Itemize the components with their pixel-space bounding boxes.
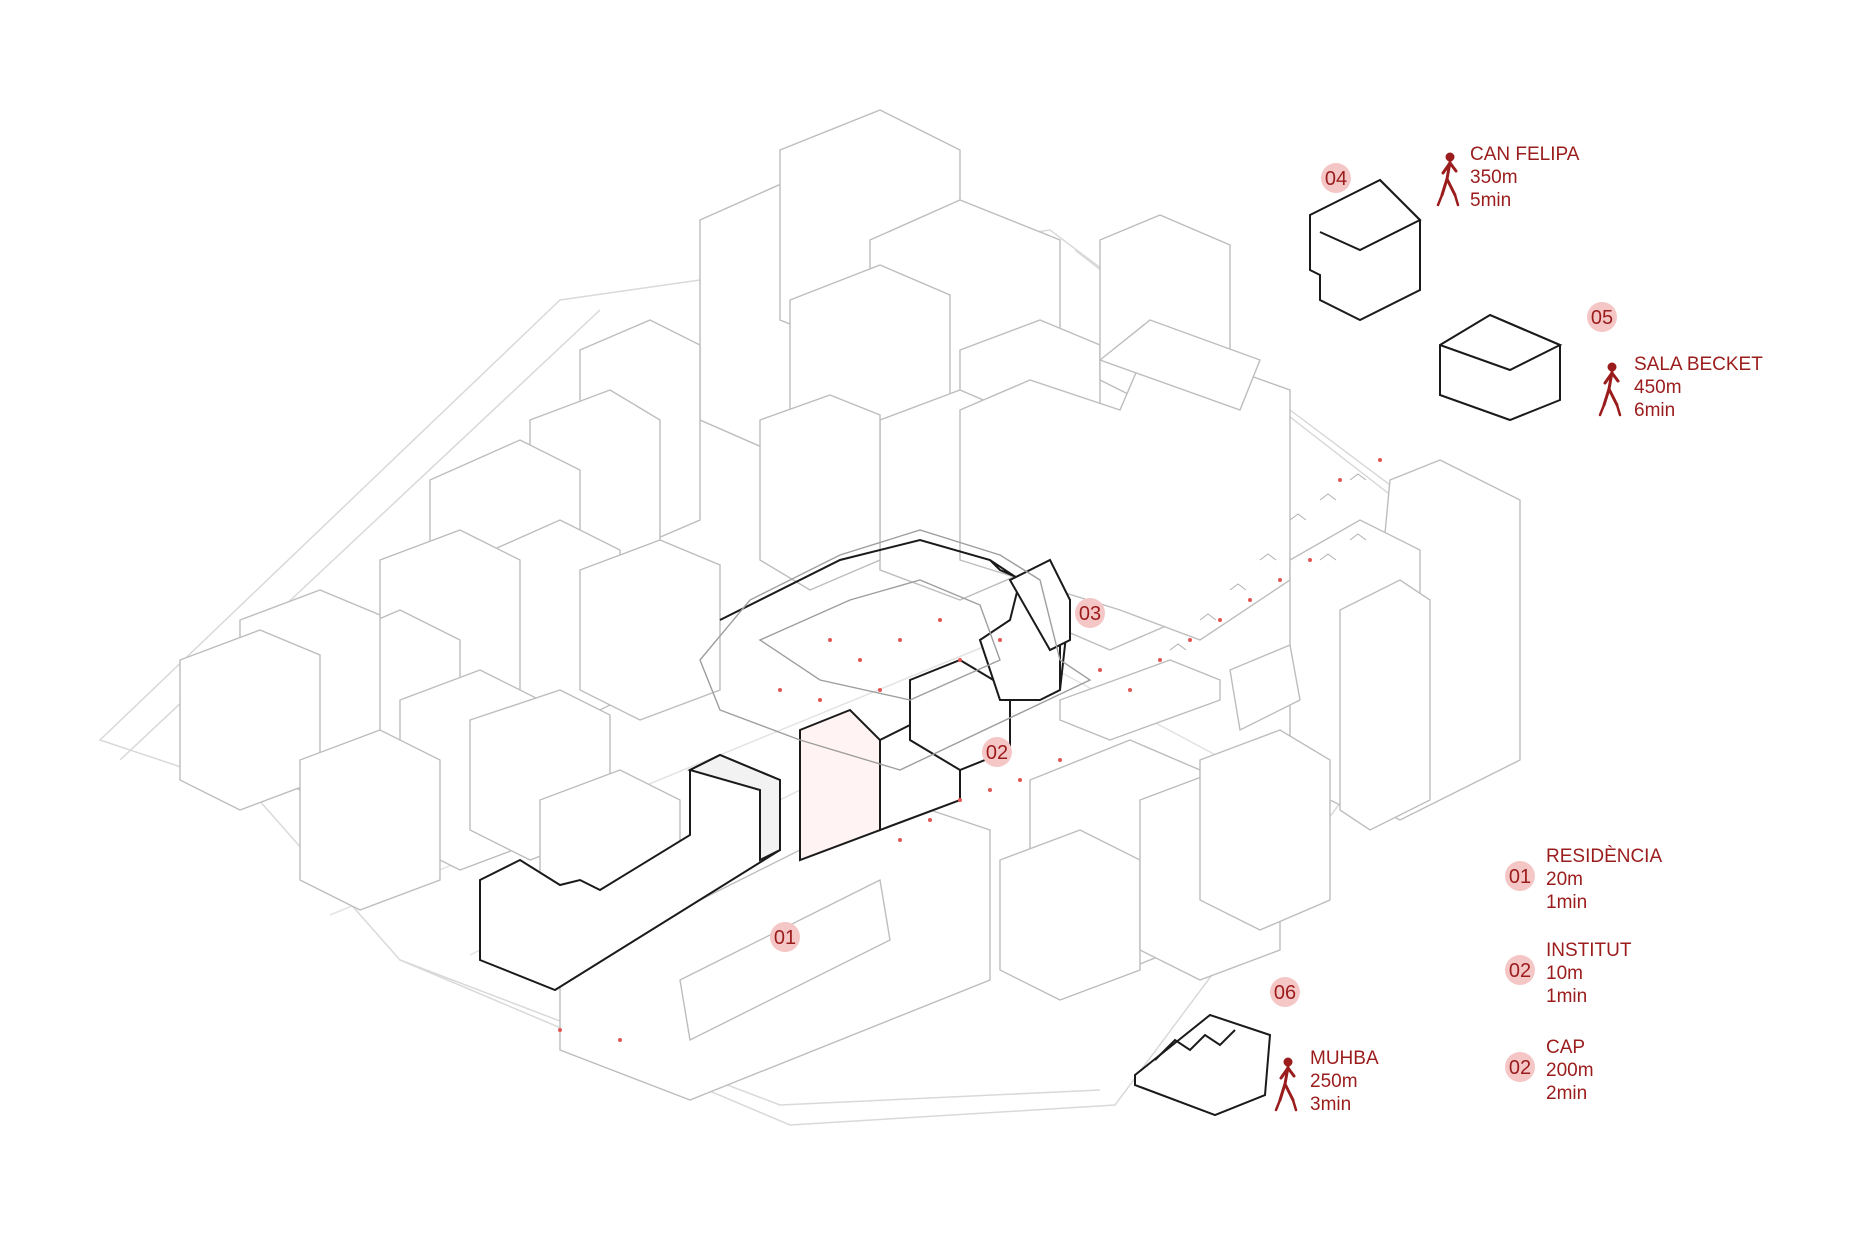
svg-text:02: 02 xyxy=(1509,1057,1531,1079)
svg-text:04: 04 xyxy=(1325,168,1347,190)
destination-buildings xyxy=(1134,178,1563,1117)
walking-person-icon xyxy=(1274,1056,1298,1112)
context-buildings xyxy=(179,109,1521,1101)
legend-item-institut: 02 INSTITUT 10m 1min xyxy=(1505,940,1632,1007)
svg-text:20m: 20m xyxy=(1546,869,1583,890)
destination-name: CAN FELIPA xyxy=(1470,144,1580,165)
svg-text:05: 05 xyxy=(1591,307,1613,329)
marker-01: 01 xyxy=(770,922,800,952)
destination-muhba: MUHBA 250m 3min xyxy=(1274,1048,1379,1115)
svg-text:CAP: CAP xyxy=(1546,1037,1585,1058)
svg-text:RESIDÈNCIA: RESIDÈNCIA xyxy=(1546,846,1662,867)
destination-name: SALA BECKET xyxy=(1634,354,1763,375)
svg-text:200m: 200m xyxy=(1546,1060,1594,1081)
svg-text:02: 02 xyxy=(986,742,1008,764)
destination-time: 5min xyxy=(1470,190,1511,211)
walking-person-icon xyxy=(1436,151,1460,207)
destination-sala-becket: SALA BECKET 450m 6min xyxy=(1598,354,1763,421)
walking-person-icon xyxy=(1598,361,1622,417)
plaza-trees xyxy=(1169,473,1367,651)
destination-can-felipa: CAN FELIPA 350m 5min xyxy=(1436,144,1580,211)
svg-text:01: 01 xyxy=(774,927,796,949)
svg-text:01: 01 xyxy=(1509,866,1531,888)
svg-text:1min: 1min xyxy=(1546,986,1587,1007)
marker-05: 05 xyxy=(1587,302,1617,332)
can-felipa-building xyxy=(1309,178,1421,322)
legend-item-residencia: 01 RESIDÈNCIA 20m 1min xyxy=(1505,846,1662,913)
svg-text:INSTITUT: INSTITUT xyxy=(1546,940,1632,961)
red-vegetation-dots xyxy=(558,458,1382,1042)
marker-06: 06 xyxy=(1270,977,1300,1007)
marker-04: 04 xyxy=(1321,163,1351,193)
svg-text:02: 02 xyxy=(1509,960,1531,982)
muhba-building xyxy=(1134,1013,1272,1117)
destination-distance: 250m xyxy=(1310,1071,1358,1092)
legend-item-cap: 02 CAP 200m 2min xyxy=(1505,1037,1594,1104)
project-buildings xyxy=(479,538,1072,992)
destination-distance: 450m xyxy=(1634,377,1682,398)
svg-text:06: 06 xyxy=(1274,982,1296,1004)
destination-time: 3min xyxy=(1310,1094,1351,1115)
destination-name: MUHBA xyxy=(1310,1048,1379,1069)
svg-text:10m: 10m xyxy=(1546,963,1583,984)
marker-03: 03 xyxy=(1075,598,1105,628)
sala-becket-building xyxy=(1439,313,1561,422)
destination-time: 6min xyxy=(1634,400,1675,421)
svg-text:03: 03 xyxy=(1079,603,1101,625)
destination-distance: 350m xyxy=(1470,167,1518,188)
courtyard-block xyxy=(699,529,1092,771)
marker-02: 02 xyxy=(982,737,1012,767)
svg-text:1min: 1min xyxy=(1546,892,1587,913)
legend: 01 RESIDÈNCIA 20m 1min 02 INSTITUT 10m 1… xyxy=(1505,846,1662,1104)
svg-text:2min: 2min xyxy=(1546,1083,1587,1104)
